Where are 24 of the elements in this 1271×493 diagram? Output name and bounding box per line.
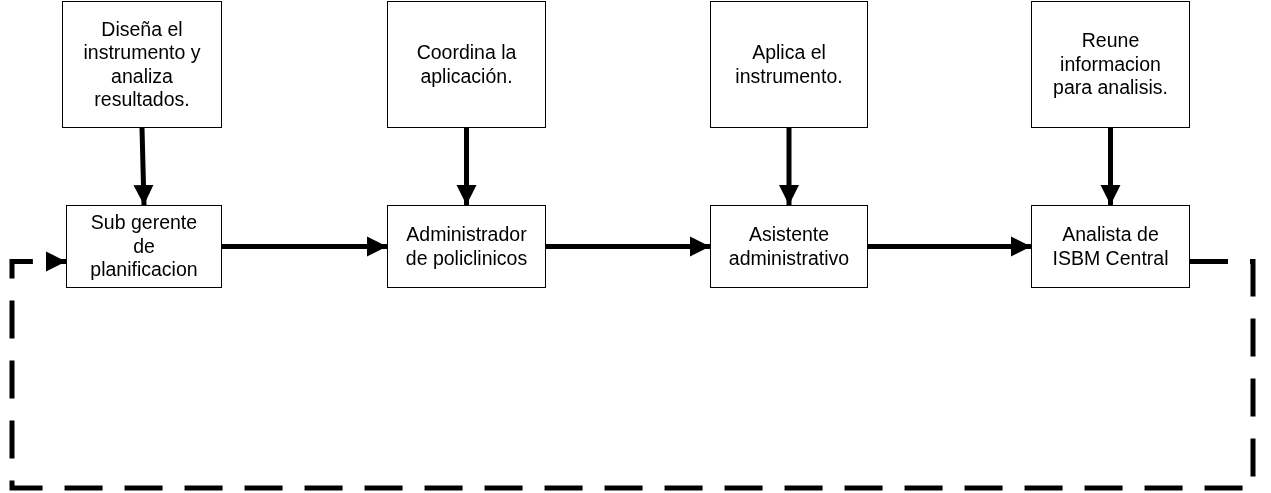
box-label: Analista de ISBM Central xyxy=(1051,223,1170,270)
arrow xyxy=(779,128,799,205)
arrow xyxy=(222,236,387,257)
arrow xyxy=(456,128,477,205)
box-label: Sub gerente de planificacion xyxy=(89,211,199,282)
box-label: Diseña el instrumento y analiza resultados. xyxy=(82,17,202,112)
process-box xyxy=(710,205,868,288)
arrow xyxy=(546,236,710,257)
process-box xyxy=(387,205,546,288)
arrow xyxy=(9,251,1256,491)
process-box xyxy=(62,1,222,128)
process-box xyxy=(1031,1,1190,128)
arrow xyxy=(133,127,154,206)
arrow xyxy=(868,236,1031,257)
process-box xyxy=(710,1,868,128)
process-box xyxy=(66,205,222,288)
box-label: Reune informacion para analisis. xyxy=(1052,29,1169,100)
box-label: Aplica el instrumento. xyxy=(734,41,844,88)
box-label: Asistente administrativo xyxy=(727,223,851,270)
process-box xyxy=(1031,205,1190,288)
process-box xyxy=(387,1,546,128)
box-label: Coordina la aplicación. xyxy=(415,41,518,88)
box-label: Administrador de policlinicos xyxy=(404,223,529,270)
arrow xyxy=(1100,128,1121,205)
